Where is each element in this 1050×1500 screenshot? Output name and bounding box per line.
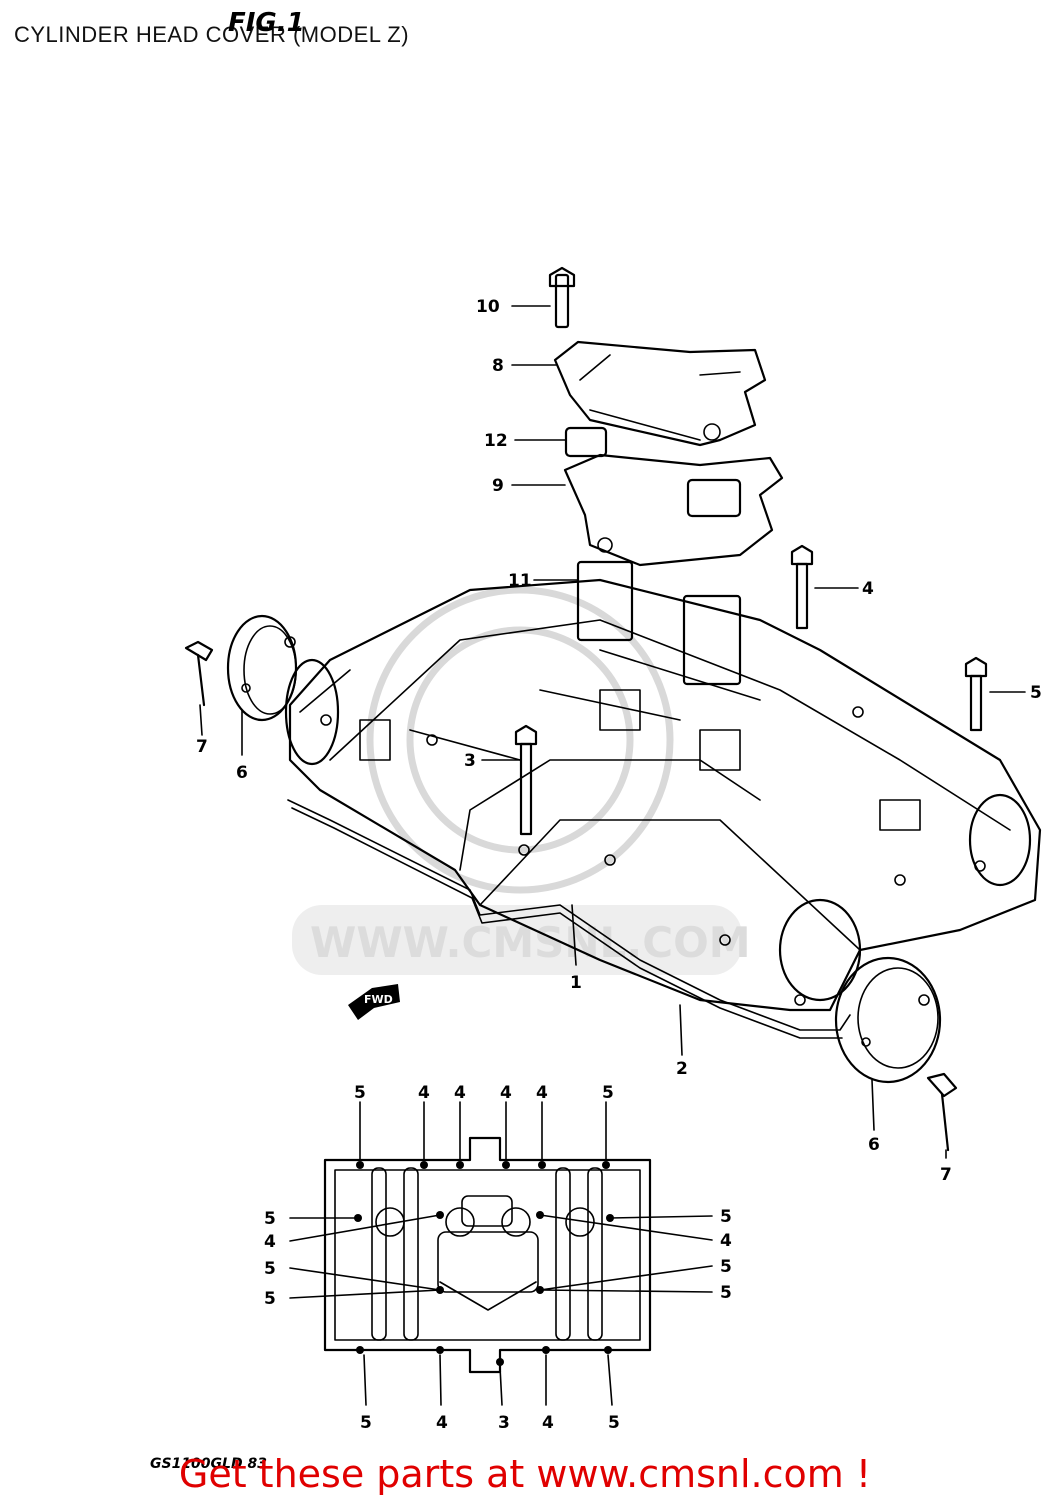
pattern-label: 4	[436, 1413, 448, 1433]
pattern-top-labels: 5 4 4 4 4 5	[354, 1083, 614, 1103]
pattern-label: 5	[720, 1257, 732, 1277]
callout-7-right: 7	[940, 1165, 952, 1185]
pattern-label: 5	[264, 1259, 276, 1279]
pattern-label: 4	[418, 1083, 430, 1103]
callout-labels: 10 8 12 9 11 4 5 7 6 3 1 2 6 7	[196, 297, 1042, 1185]
callout-7-left: 7	[196, 737, 208, 757]
cylinder-head-cover	[284, 578, 1042, 1012]
end-cap-left	[184, 614, 298, 722]
promo-link[interactable]: Get these parts at www.cmsnl.com !	[178, 1452, 872, 1496]
pattern-label: 4	[454, 1083, 466, 1103]
pattern-bottom-labels: 5 4 3 4 5	[360, 1413, 620, 1433]
callout-2: 2	[676, 1059, 688, 1079]
pattern-label: 5	[720, 1207, 732, 1227]
pattern-right-labels: 5 4 5 5	[720, 1207, 732, 1303]
bolt-tightening-pattern	[289, 1101, 713, 1406]
figure-label: FIG.1	[228, 8, 305, 38]
pattern-label: 4	[720, 1231, 732, 1251]
watermark: WWW.CMSNL.COM	[292, 586, 751, 975]
pattern-label: 5	[264, 1209, 276, 1229]
pattern-label: 5	[354, 1083, 366, 1103]
pattern-label: 5	[602, 1083, 614, 1103]
pattern-label: 4	[536, 1083, 548, 1103]
callout-4: 4	[862, 579, 874, 599]
callout-12: 12	[484, 431, 508, 451]
pattern-label: 5	[608, 1413, 620, 1433]
promo-banner: Get these parts at www.cmsnl.com !	[0, 1452, 1050, 1496]
pattern-label: 4	[500, 1083, 512, 1103]
page-title: CYLINDER HEAD COVER (MODEL Z)	[14, 22, 410, 47]
diagram-code: GS1100GLD 83	[150, 1456, 267, 1472]
callout-5: 5	[1030, 683, 1042, 703]
callout-10: 10	[476, 297, 500, 317]
end-cap-right	[834, 956, 958, 1152]
callout-8: 8	[492, 356, 504, 376]
leader-lines	[199, 305, 1026, 1159]
fwd-arrow: FWD	[348, 984, 400, 1020]
cover-gasket	[287, 799, 851, 1039]
callout-1: 1	[570, 973, 582, 993]
pattern-label: 5	[720, 1283, 732, 1303]
bolt-5	[964, 656, 988, 732]
pattern-label: 3	[498, 1413, 510, 1433]
callout-6-right: 6	[868, 1135, 880, 1155]
callout-11: 11	[508, 571, 532, 591]
pattern-label: 4	[264, 1232, 276, 1252]
pattern-label: 5	[264, 1289, 276, 1309]
bolt-4	[790, 544, 814, 630]
callout-6-left: 6	[236, 763, 248, 783]
pattern-label: 5	[360, 1413, 372, 1433]
watermark-text: WWW.CMSNL.COM	[310, 918, 751, 967]
callout-9: 9	[492, 476, 504, 496]
bolt-3	[514, 724, 538, 836]
pattern-left-labels: 5 4 5 5	[264, 1209, 276, 1309]
pattern-label: 4	[542, 1413, 554, 1433]
breather-cover	[548, 266, 784, 686]
fwd-arrow-label: FWD	[364, 993, 393, 1006]
callout-3: 3	[464, 751, 476, 771]
